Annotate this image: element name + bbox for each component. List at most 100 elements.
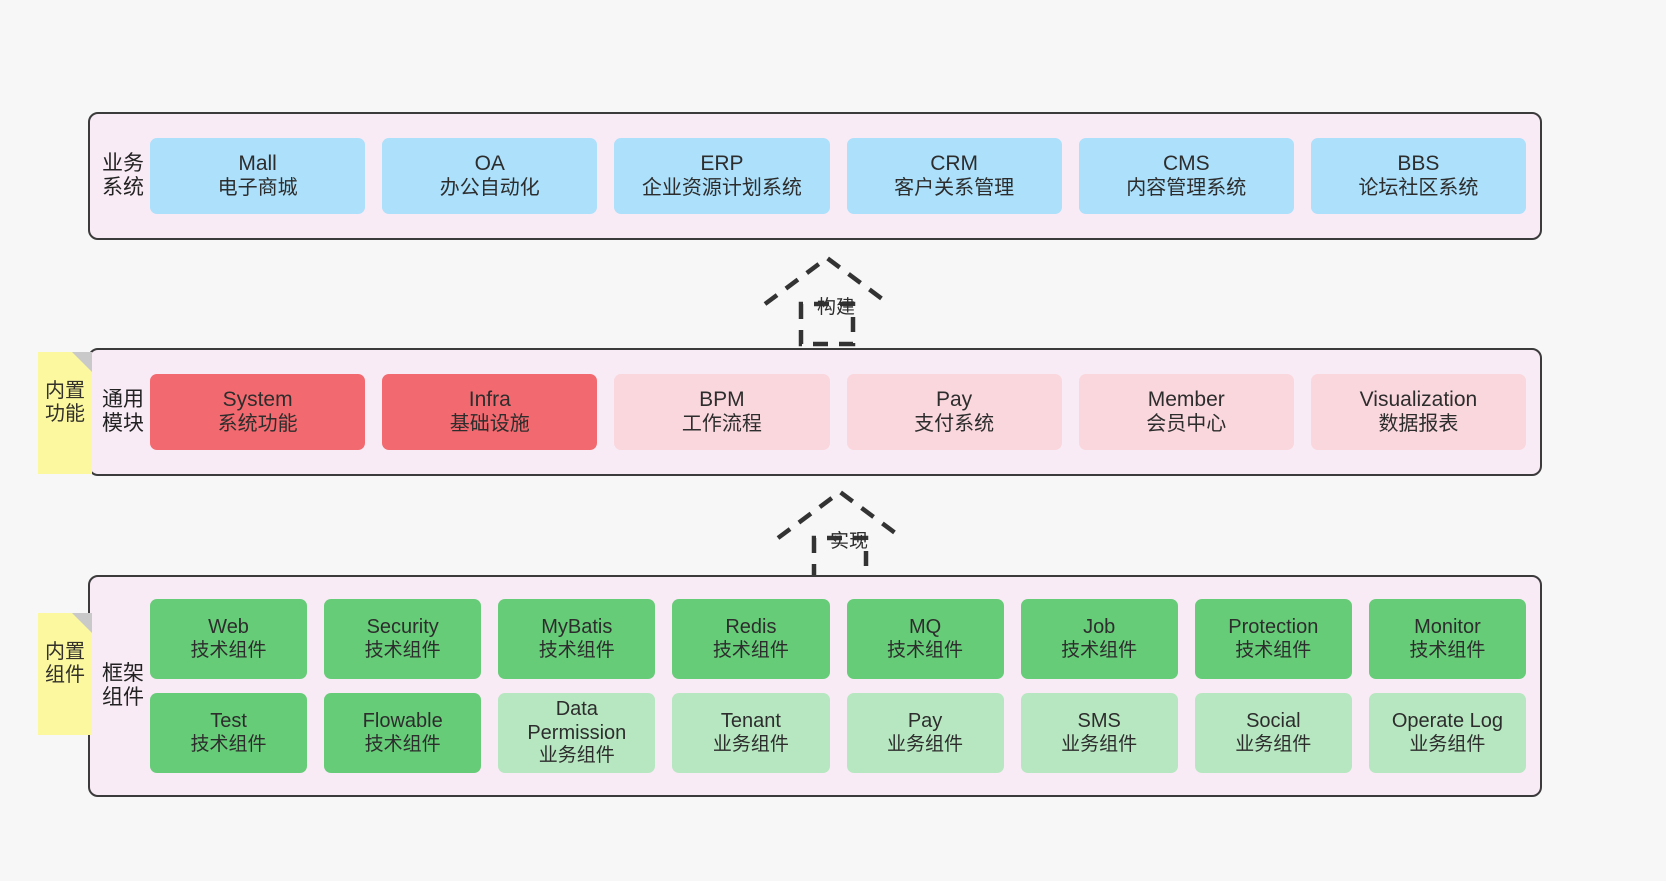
component-box-tenant[interactable]: Tenant 业务组件 xyxy=(672,693,830,773)
component-type: 业务组件 xyxy=(887,733,964,755)
module-name: CRM xyxy=(930,151,979,175)
component-type: 技术组件 xyxy=(364,733,441,755)
component-type: 业务组件 xyxy=(1061,733,1138,755)
module-box-member[interactable]: Member 会员中心 xyxy=(1078,374,1294,450)
component-name: Operate Log xyxy=(1391,710,1504,732)
module-name: CMS xyxy=(1162,151,1210,175)
component-name: MQ xyxy=(908,616,942,638)
component-box-sms[interactable]: SMS 业务组件 xyxy=(1020,693,1178,773)
module-name: Mall xyxy=(238,151,277,175)
sticky-note-builtin-features[interactable]: 内置功能 xyxy=(38,352,92,474)
module-box-oa[interactable]: OA 办公自动化 xyxy=(382,138,598,214)
module-desc: 支付系统 xyxy=(914,412,995,435)
module-desc: 论坛社区系统 xyxy=(1358,176,1479,199)
component-name: Monitor xyxy=(1414,616,1481,638)
component-type: 技术组件 xyxy=(1409,639,1486,661)
page-fold-icon xyxy=(72,352,92,372)
component-name: MyBatis xyxy=(541,616,613,638)
module-name: Pay xyxy=(936,387,973,411)
sticky-note-text: 内置组件 xyxy=(45,641,85,686)
component-box-operate-log[interactable]: Operate Log 业务组件 xyxy=(1368,693,1526,773)
cell-row: Test 技术组件 Flowable 技术组件 Data Permission … xyxy=(150,693,1526,773)
component-box-monitor[interactable]: Monitor 技术组件 xyxy=(1368,599,1526,679)
component-box-social[interactable]: Social 业务组件 xyxy=(1194,693,1352,773)
module-desc: 企业资源计划系统 xyxy=(641,176,802,199)
component-type: 技术组件 xyxy=(887,639,964,661)
layer-framework-cells: Web 技术组件 Security 技术组件 MyBatis 技术组件 Redi… xyxy=(146,577,1540,795)
component-type: 技术组件 xyxy=(712,639,789,661)
component-type: 技术组件 xyxy=(364,639,441,661)
cell-row: Web 技术组件 Security 技术组件 MyBatis 技术组件 Redi… xyxy=(150,599,1526,679)
module-box-cms[interactable]: CMS 内容管理系统 xyxy=(1078,138,1294,214)
layer-common-modules[interactable]: 通用模块 System 系统功能 Infra 基础设施 BPM 工作流程 Pay… xyxy=(88,348,1542,476)
component-type: 业务组件 xyxy=(1235,733,1312,755)
module-desc: 基础设施 xyxy=(449,412,530,435)
layer-common-cells: System 系统功能 Infra 基础设施 BPM 工作流程 Pay 支付系统… xyxy=(146,350,1540,474)
connector-label-build: 构建 xyxy=(817,297,856,318)
connector-implement: 实现 xyxy=(768,486,928,582)
component-type: 业务组件 xyxy=(538,745,615,767)
layer-title-business: 业务系统 xyxy=(102,152,144,199)
component-name: SMS xyxy=(1077,710,1121,732)
component-name: Job xyxy=(1083,616,1116,638)
component-name: Protection xyxy=(1228,616,1319,638)
module-box-bpm[interactable]: BPM 工作流程 xyxy=(614,374,830,450)
layer-title-framework: 框架组件 xyxy=(102,662,144,709)
component-name: Security xyxy=(366,616,439,638)
generalization-arrow-icon xyxy=(763,255,891,347)
component-name: Flowable xyxy=(362,710,443,732)
module-desc: 客户关系管理 xyxy=(894,176,1015,199)
module-box-crm[interactable]: CRM 客户关系管理 xyxy=(846,138,1062,214)
component-name: Data Permission xyxy=(527,698,627,744)
component-type: 技术组件 xyxy=(538,639,615,661)
component-box-security[interactable]: Security 技术组件 xyxy=(324,599,482,679)
module-name: System xyxy=(222,387,293,411)
layer-framework-components[interactable]: 框架组件 Web 技术组件 Security 技术组件 MyBatis 技术组件… xyxy=(88,575,1542,797)
component-type: 技术组件 xyxy=(1061,639,1138,661)
sticky-note-text: 内置功能 xyxy=(45,380,85,425)
module-box-mall[interactable]: Mall 电子商城 xyxy=(150,138,366,214)
module-name: BBS xyxy=(1397,151,1440,175)
module-box-system[interactable]: System 系统功能 xyxy=(150,374,366,450)
sticky-note-builtin-components[interactable]: 内置组件 xyxy=(38,613,92,735)
module-box-visualization[interactable]: Visualization 数据报表 xyxy=(1310,374,1527,450)
component-box-pay[interactable]: Pay 业务组件 xyxy=(846,693,1004,773)
component-box-web[interactable]: Web 技术组件 xyxy=(150,599,308,679)
component-name: Tenant xyxy=(720,710,781,732)
connector-label-implement: 实现 xyxy=(830,531,869,552)
module-desc: 办公自动化 xyxy=(439,176,540,199)
cell-row: Mall 电子商城 OA 办公自动化 ERP 企业资源计划系统 CRM 客户关系… xyxy=(150,138,1527,214)
component-name: Web xyxy=(208,616,249,638)
component-box-mybatis[interactable]: MyBatis 技术组件 xyxy=(498,599,656,679)
module-name: Visualization xyxy=(1359,387,1478,411)
module-box-erp[interactable]: ERP 企业资源计划系统 xyxy=(614,138,830,214)
component-type: 业务组件 xyxy=(712,733,789,755)
module-box-infra[interactable]: Infra 基础设施 xyxy=(382,374,598,450)
module-name: OA xyxy=(474,151,505,175)
module-desc: 系统功能 xyxy=(217,412,298,435)
component-box-mq[interactable]: MQ 技术组件 xyxy=(846,599,1004,679)
layer-business-cells: Mall 电子商城 OA 办公自动化 ERP 企业资源计划系统 CRM 客户关系… xyxy=(146,114,1540,238)
component-box-flowable[interactable]: Flowable 技术组件 xyxy=(324,693,482,773)
component-box-data-permission[interactable]: Data Permission 业务组件 xyxy=(498,693,656,773)
module-desc: 会员中心 xyxy=(1146,412,1227,435)
module-desc: 内容管理系统 xyxy=(1126,176,1247,199)
layer-business-systems[interactable]: 业务系统 Mall 电子商城 OA 办公自动化 ERP 企业资源计划系统 CRM… xyxy=(88,112,1542,240)
module-name: Infra xyxy=(468,387,511,411)
layer-title-common: 通用模块 xyxy=(102,388,144,435)
component-box-job[interactable]: Job 技术组件 xyxy=(1020,599,1178,679)
component-name: Social xyxy=(1246,710,1301,732)
component-box-protection[interactable]: Protection 技术组件 xyxy=(1194,599,1352,679)
module-box-pay[interactable]: Pay 支付系统 xyxy=(846,374,1062,450)
component-name: Pay xyxy=(907,710,943,732)
module-name: ERP xyxy=(700,151,744,175)
component-type: 技术组件 xyxy=(190,733,267,755)
module-desc: 数据报表 xyxy=(1378,412,1459,435)
module-name: BPM xyxy=(699,387,745,411)
module-box-bbs[interactable]: BBS 论坛社区系统 xyxy=(1310,138,1527,214)
component-box-redis[interactable]: Redis 技术组件 xyxy=(672,599,830,679)
component-box-test[interactable]: Test 技术组件 xyxy=(150,693,308,773)
module-desc: 工作流程 xyxy=(681,412,762,435)
cell-row: System 系统功能 Infra 基础设施 BPM 工作流程 Pay 支付系统… xyxy=(150,374,1527,450)
component-name: Redis xyxy=(725,616,777,638)
